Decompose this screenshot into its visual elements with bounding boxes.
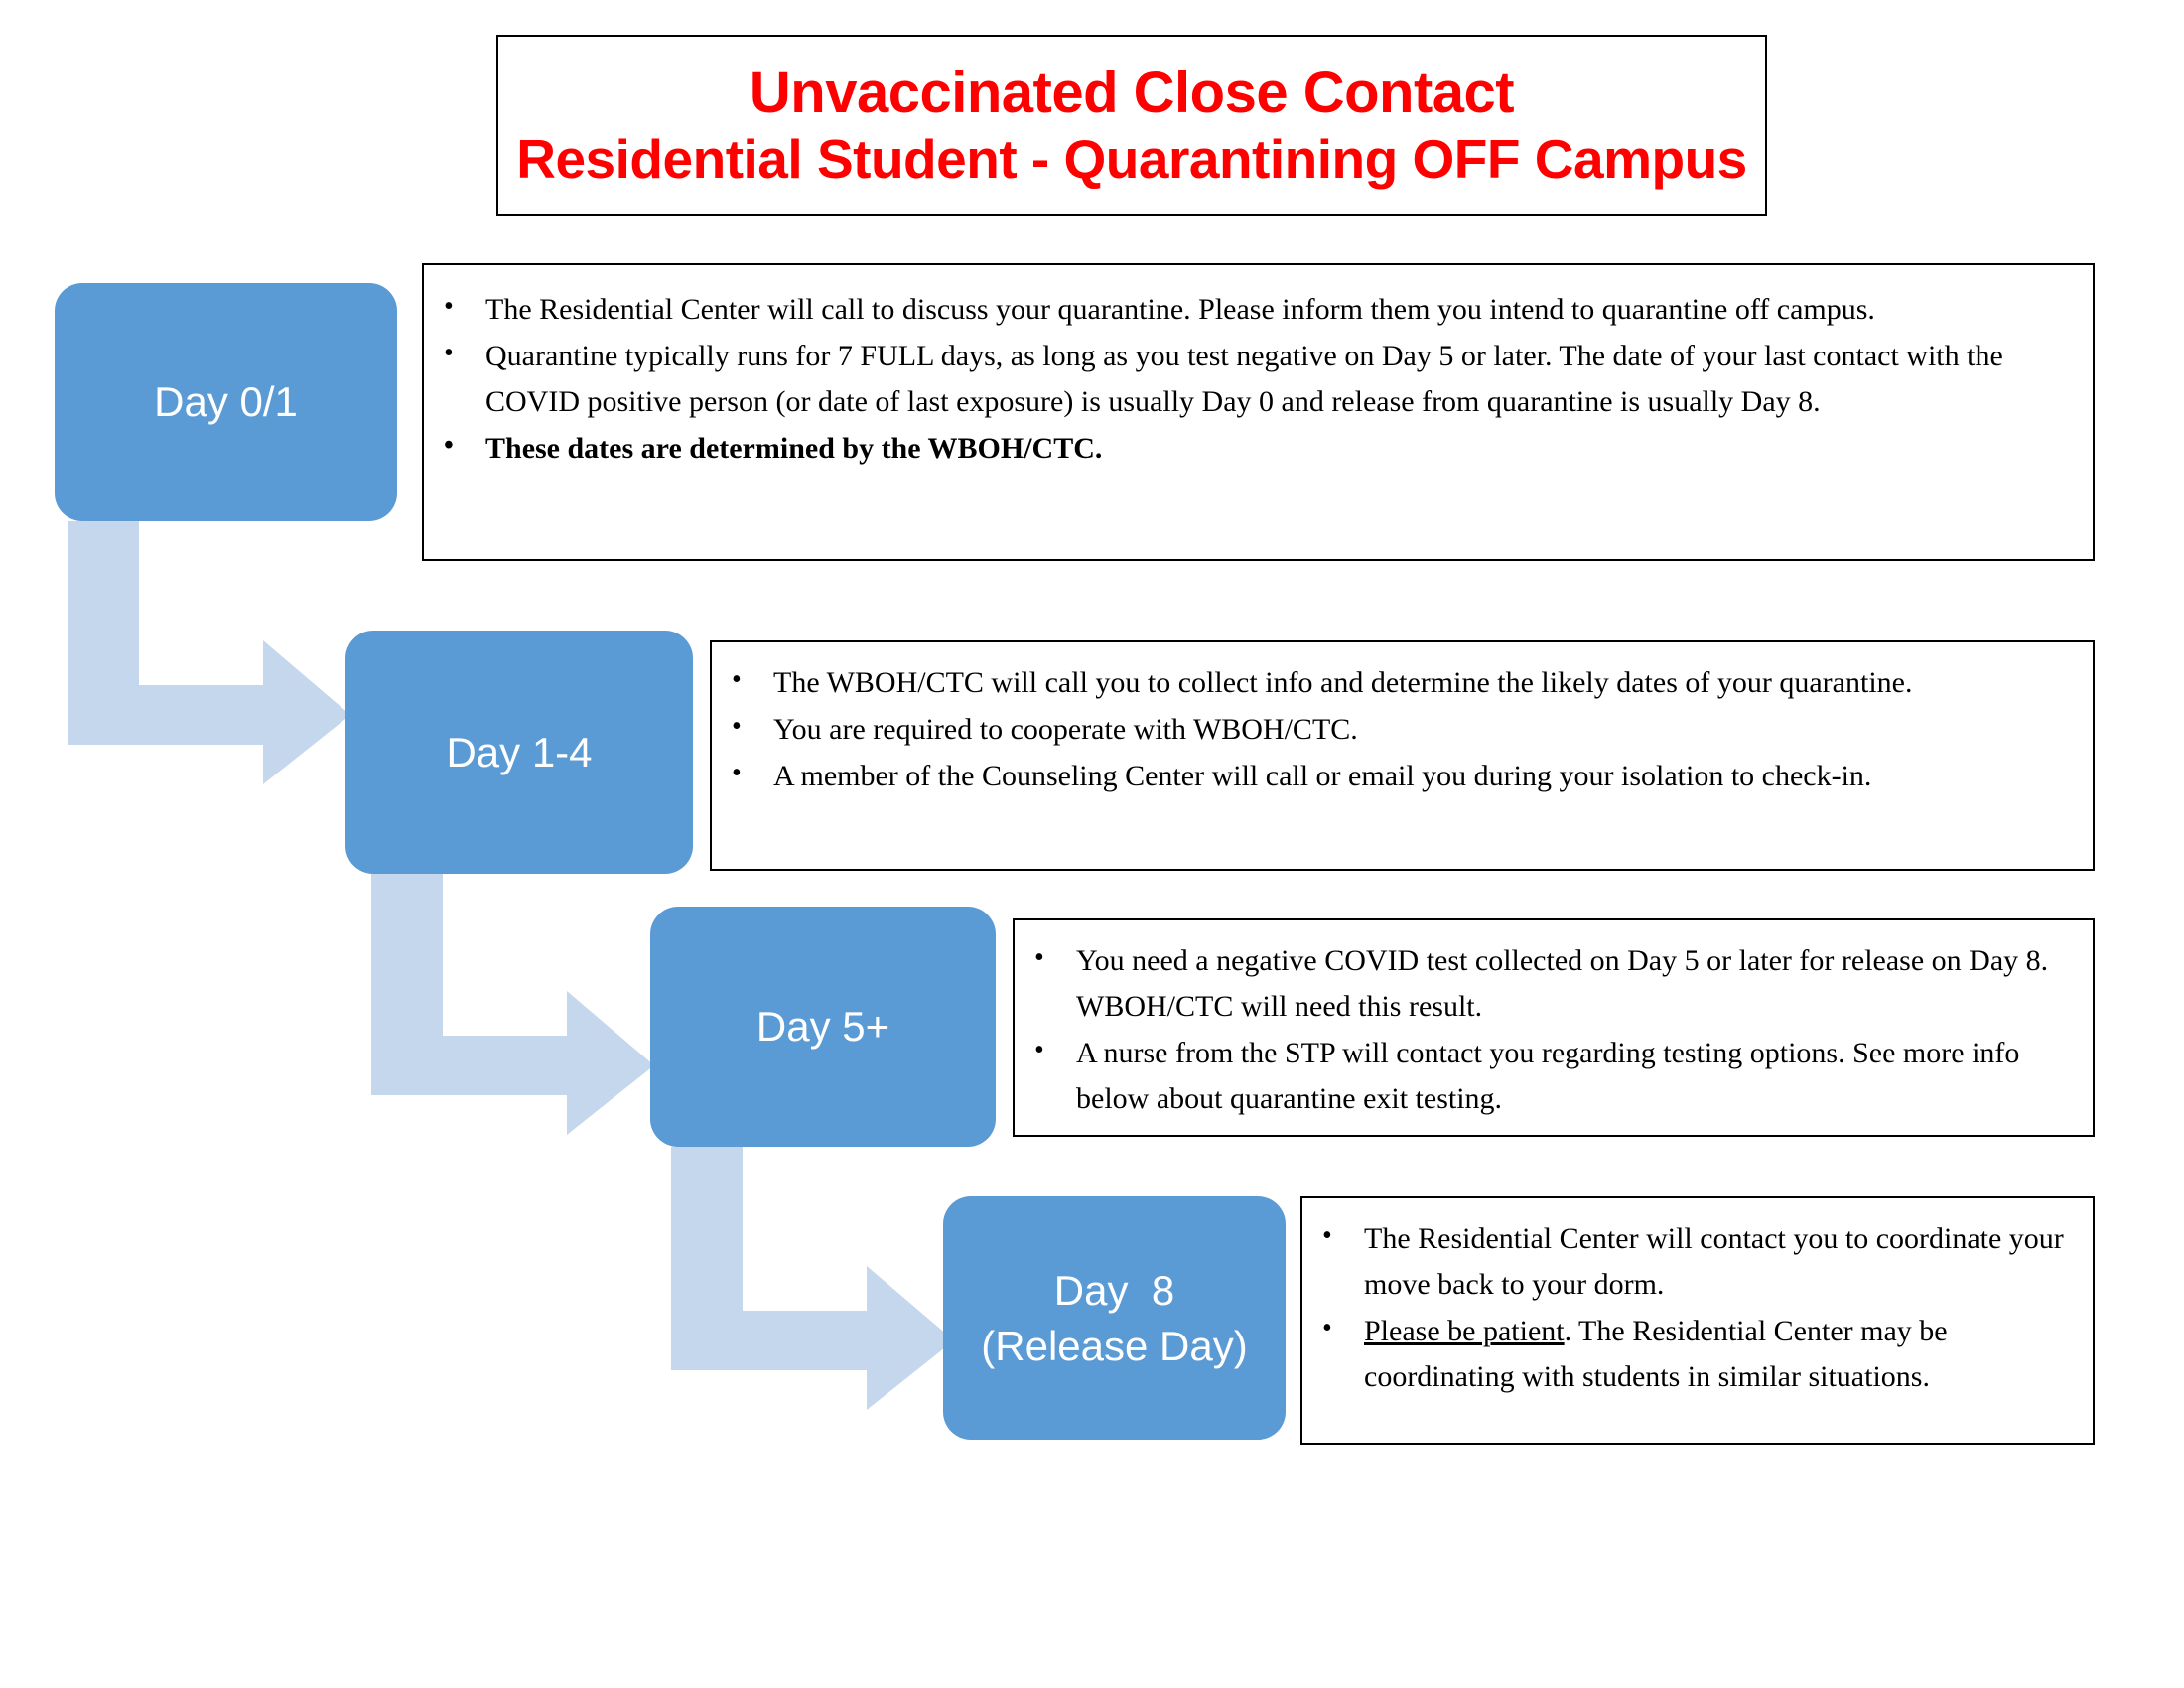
page-title-line-2: Residential Student - Quarantining OFF C… — [516, 128, 1747, 191]
content-box-day-8: The Residential Center will contact you … — [1300, 1196, 2095, 1445]
node-day-8-sublabel: (Release Day) — [981, 1322, 1248, 1369]
node-day-0-1[interactable]: Day 0/1 — [55, 283, 397, 521]
bullet-list-day-5-plus: You need a negative COVID test collected… — [1024, 937, 2063, 1122]
page-title: Unvaccinated Close Contact Residential S… — [496, 35, 1767, 216]
list-item: A nurse from the STP will contact you re… — [1024, 1030, 2063, 1122]
list-item: You need a negative COVID test collected… — [1024, 937, 2063, 1030]
list-item: The Residential Center will contact you … — [1312, 1215, 2067, 1308]
content-box-day-1-4: The WBOH/CTC will call you to collect in… — [710, 640, 2095, 871]
node-day-5-plus[interactable]: Day 5+ — [650, 907, 996, 1147]
bullet-list-day-0-1: The Residential Center will call to disc… — [434, 286, 2063, 472]
elbow-arrow-shape — [671, 1147, 954, 1410]
arrow-day5-to-day8 — [671, 1147, 969, 1410]
elbow-arrow-shape — [371, 872, 654, 1135]
content-box-day-5-plus: You need a negative COVID test collected… — [1013, 918, 2095, 1137]
list-item: A member of the Counseling Center will c… — [722, 753, 2063, 799]
list-item: The WBOH/CTC will call you to collect in… — [722, 659, 2063, 706]
list-item: Quarantine typically runs for 7 FULL day… — [434, 333, 2063, 425]
list-item: The Residential Center will call to disc… — [434, 286, 2063, 333]
list-item-underlined-prefix: Please be patient — [1364, 1314, 1565, 1347]
node-day-0-1-label: Day 0/1 — [154, 378, 298, 426]
list-item: Please be patient. The Residential Cente… — [1312, 1308, 2067, 1400]
list-item: You are required to cooperate with WBOH/… — [722, 706, 2063, 753]
arrow-day01-to-day14 — [68, 521, 365, 784]
elbow-arrow-shape — [68, 521, 350, 784]
bullet-list-day-1-4: The WBOH/CTC will call you to collect in… — [722, 659, 2063, 799]
node-day-8[interactable]: Day 8 (Release Day) — [943, 1196, 1286, 1440]
content-box-day-0-1: The Residential Center will call to disc… — [422, 263, 2095, 561]
node-day-5-plus-label: Day 5+ — [755, 1003, 890, 1051]
list-item-text: . The Residential Center may be coordina… — [1364, 1314, 1948, 1393]
arrow-day14-to-day5 — [371, 872, 669, 1135]
node-day-8-label: Day 8 — [1053, 1267, 1175, 1315]
list-item: These dates are determined by the WBOH/C… — [434, 425, 2063, 472]
page-title-line-1: Unvaccinated Close Contact — [749, 60, 1515, 125]
bullet-list-day-8: The Residential Center will contact you … — [1312, 1215, 2067, 1400]
node-day-1-4-label: Day 1-4 — [446, 728, 593, 775]
node-day-1-4[interactable]: Day 1-4 — [345, 631, 693, 874]
